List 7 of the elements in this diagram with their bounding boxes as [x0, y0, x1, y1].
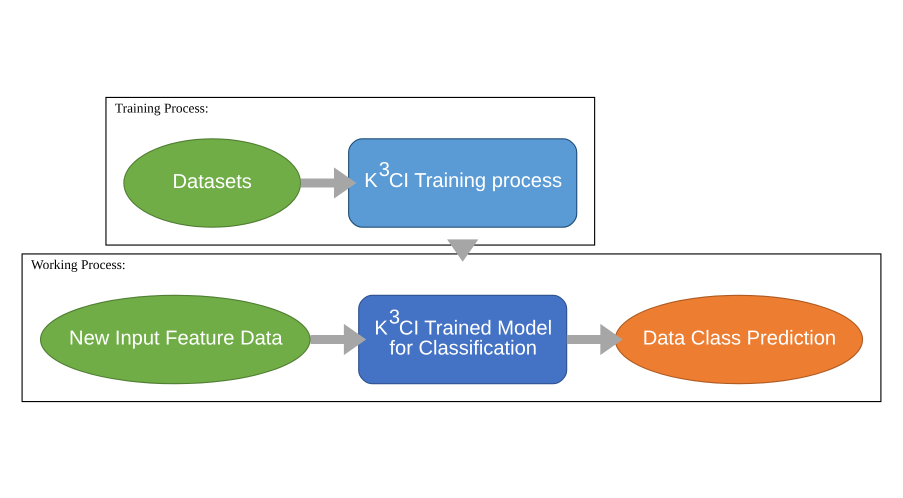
arrow: [566, 323, 623, 355]
node-ellipse: Datasets: [123, 138, 302, 228]
arrow: [310, 323, 366, 355]
arrow: [447, 238, 478, 262]
node-ellipse: New Input Feature Data: [40, 294, 311, 384]
node-ellipse: Data Class Prediction: [614, 294, 864, 384]
arrow: [300, 166, 356, 198]
